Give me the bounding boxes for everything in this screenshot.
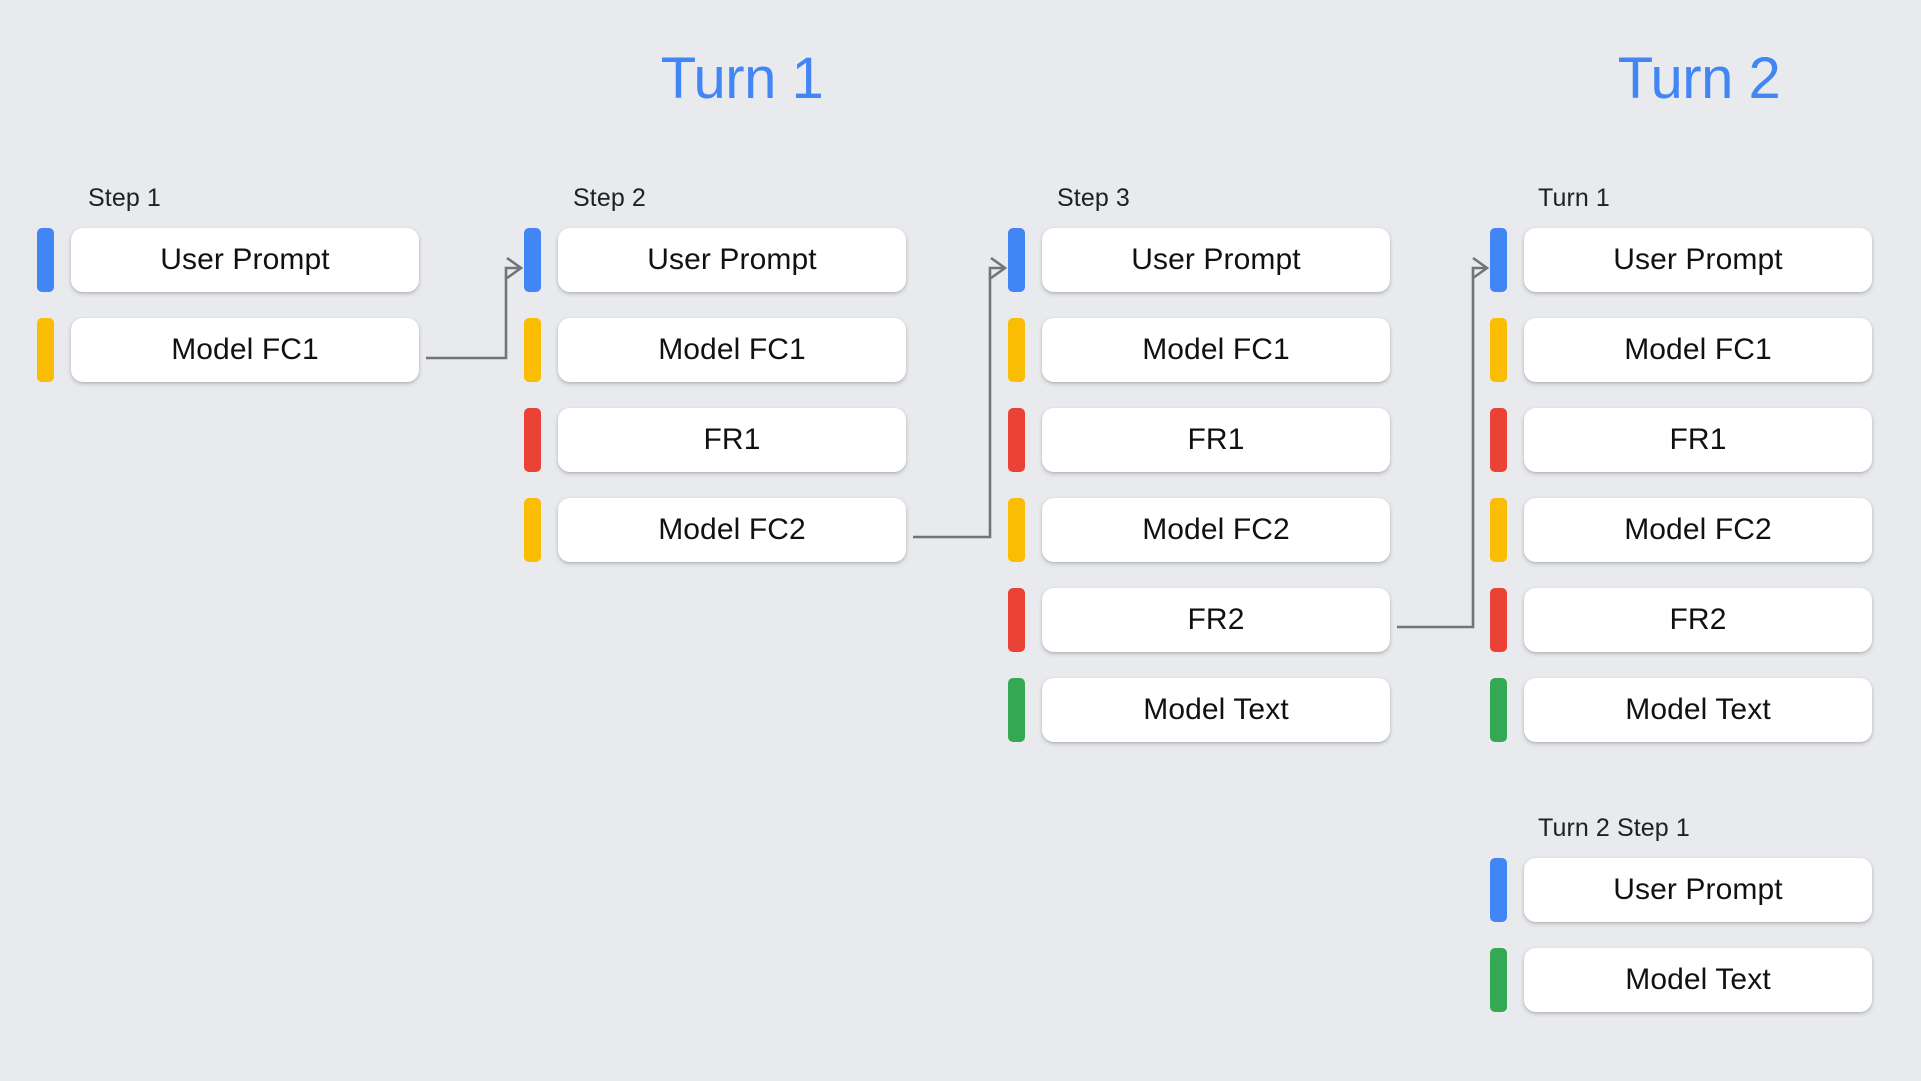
message-card-label: Model FC1 bbox=[171, 333, 319, 366]
message-card[interactable]: Model Text bbox=[1042, 678, 1390, 742]
red-status-bar-icon bbox=[524, 408, 541, 472]
message-card[interactable]: FR2 bbox=[1042, 588, 1390, 652]
message-card[interactable]: User Prompt bbox=[1042, 228, 1390, 292]
message-row[interactable]: Model Text bbox=[1490, 678, 1872, 742]
column-label-turn-2-step-1: Turn 2 Step 1 bbox=[1538, 814, 1690, 842]
yellow-status-bar-icon bbox=[1008, 498, 1025, 562]
message-card-label: User Prompt bbox=[1613, 243, 1783, 276]
message-row[interactable]: Model FC1 bbox=[1490, 318, 1872, 382]
message-card-label: FR1 bbox=[1669, 423, 1727, 456]
message-card[interactable]: FR1 bbox=[558, 408, 906, 472]
yellow-status-bar-icon bbox=[1008, 318, 1025, 382]
message-card-label: User Prompt bbox=[160, 243, 330, 276]
message-card[interactable]: Model FC1 bbox=[558, 318, 906, 382]
message-row[interactable]: Model FC1 bbox=[37, 318, 419, 382]
message-row[interactable]: FR2 bbox=[1490, 588, 1872, 652]
yellow-status-bar-icon bbox=[1490, 318, 1507, 382]
message-card-label: FR1 bbox=[1187, 423, 1245, 456]
column-label-step-3: Step 3 bbox=[1057, 184, 1130, 212]
message-row[interactable]: Model FC1 bbox=[524, 318, 906, 382]
message-row[interactable]: User Prompt bbox=[37, 228, 419, 292]
message-card[interactable]: Model Text bbox=[1524, 678, 1872, 742]
message-card-label: Model FC1 bbox=[1624, 333, 1772, 366]
message-row[interactable]: FR1 bbox=[1490, 408, 1872, 472]
message-row[interactable]: Model FC2 bbox=[1490, 498, 1872, 562]
message-row[interactable]: User Prompt bbox=[524, 228, 906, 292]
message-card-label: Model FC1 bbox=[658, 333, 806, 366]
green-status-bar-icon bbox=[1490, 678, 1507, 742]
message-row[interactable]: Model FC2 bbox=[524, 498, 906, 562]
message-row[interactable]: Model FC2 bbox=[1008, 498, 1390, 562]
message-card[interactable]: Model FC1 bbox=[1524, 318, 1872, 382]
column-label-step-2: Step 2 bbox=[573, 184, 646, 212]
red-status-bar-icon bbox=[1008, 588, 1025, 652]
message-row[interactable]: User Prompt bbox=[1008, 228, 1390, 292]
message-card[interactable]: User Prompt bbox=[71, 228, 419, 292]
arrowhead-icon bbox=[506, 256, 524, 280]
message-card-label: Model FC2 bbox=[658, 513, 806, 546]
red-status-bar-icon bbox=[1490, 588, 1507, 652]
message-card[interactable]: User Prompt bbox=[1524, 858, 1872, 922]
message-card-label: FR2 bbox=[1187, 603, 1245, 636]
turn-heading: Turn 1 bbox=[660, 46, 824, 111]
column-label-turn-2-turn-1: Turn 1 bbox=[1538, 184, 1610, 212]
yellow-status-bar-icon bbox=[1490, 498, 1507, 562]
message-card[interactable]: Model FC2 bbox=[558, 498, 906, 562]
yellow-status-bar-icon bbox=[524, 498, 541, 562]
yellow-status-bar-icon bbox=[524, 318, 541, 382]
message-card-label: User Prompt bbox=[1131, 243, 1301, 276]
message-card-label: User Prompt bbox=[647, 243, 817, 276]
arrowhead-icon bbox=[1472, 256, 1490, 280]
message-card-label: Model FC2 bbox=[1142, 513, 1290, 546]
green-status-bar-icon bbox=[1008, 678, 1025, 742]
message-row[interactable]: FR1 bbox=[1008, 408, 1390, 472]
message-card[interactable]: Model FC2 bbox=[1524, 498, 1872, 562]
message-card[interactable]: User Prompt bbox=[1524, 228, 1872, 292]
connector-step1-to-step2 bbox=[426, 266, 521, 360]
red-status-bar-icon bbox=[1008, 408, 1025, 472]
message-card-label: Model FC1 bbox=[1142, 333, 1290, 366]
blue-status-bar-icon bbox=[37, 228, 54, 292]
message-row[interactable]: Model Text bbox=[1490, 948, 1872, 1012]
message-card[interactable]: FR1 bbox=[1042, 408, 1390, 472]
blue-status-bar-icon bbox=[524, 228, 541, 292]
message-card[interactable]: Model FC2 bbox=[1042, 498, 1390, 562]
message-row[interactable]: User Prompt bbox=[1490, 858, 1872, 922]
blue-status-bar-icon bbox=[1008, 228, 1025, 292]
turn-heading: Turn 2 bbox=[1617, 46, 1781, 111]
blue-status-bar-icon bbox=[1490, 858, 1507, 922]
column-label-step-1: Step 1 bbox=[88, 184, 161, 212]
message-row[interactable]: User Prompt bbox=[1490, 228, 1872, 292]
message-card-label: User Prompt bbox=[1613, 873, 1783, 906]
message-card-label: FR2 bbox=[1669, 603, 1727, 636]
message-card[interactable]: Model Text bbox=[1524, 948, 1872, 1012]
message-card[interactable]: FR2 bbox=[1524, 588, 1872, 652]
message-card-label: Model FC2 bbox=[1624, 513, 1772, 546]
green-status-bar-icon bbox=[1490, 948, 1507, 1012]
message-card-label: FR1 bbox=[703, 423, 761, 456]
message-card[interactable]: Model FC1 bbox=[71, 318, 419, 382]
message-card-label: Model Text bbox=[1143, 693, 1289, 726]
connector-step3-to-turn2 bbox=[1397, 266, 1487, 629]
message-card-label: Model Text bbox=[1625, 693, 1771, 726]
message-card[interactable]: User Prompt bbox=[558, 228, 906, 292]
message-card-label: Model Text bbox=[1625, 963, 1771, 996]
message-row[interactable]: FR1 bbox=[524, 408, 906, 472]
message-row[interactable]: Model Text bbox=[1008, 678, 1390, 742]
message-row[interactable]: Model FC1 bbox=[1008, 318, 1390, 382]
connector-step2-to-step3 bbox=[913, 266, 1005, 539]
message-card[interactable]: FR1 bbox=[1524, 408, 1872, 472]
message-row[interactable]: FR2 bbox=[1008, 588, 1390, 652]
arrowhead-icon bbox=[990, 256, 1008, 280]
blue-status-bar-icon bbox=[1490, 228, 1507, 292]
yellow-status-bar-icon bbox=[37, 318, 54, 382]
red-status-bar-icon bbox=[1490, 408, 1507, 472]
message-card[interactable]: Model FC1 bbox=[1042, 318, 1390, 382]
